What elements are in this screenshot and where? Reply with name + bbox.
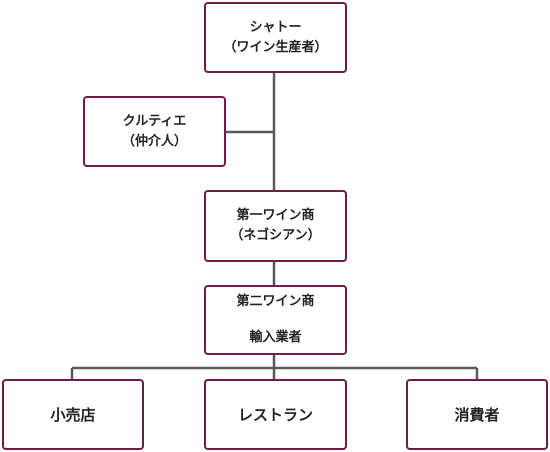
node-negociant-line2: （ネゴシアン）	[230, 228, 321, 243]
node-retail: 小売店	[2, 379, 144, 450]
node-retail-label: 小売店	[50, 405, 96, 424]
node-negociant: 第一ワイン商 （ネゴシアン）	[204, 190, 347, 262]
node-restaurant-label: レストラン	[237, 405, 313, 424]
node-consumer: 消費者	[406, 379, 548, 450]
node-chateau-line1: シャトー	[249, 19, 302, 35]
node-chateau: シャトー （ワイン生産者）	[204, 2, 347, 73]
node-chateau-line2: （ワイン生産者）	[223, 39, 328, 55]
node-courtier-line2: （仲介人）	[121, 133, 187, 149]
node-courtier-line1: クルティエ	[122, 113, 187, 129]
node-negociant-line1: 第一ワイン商	[236, 208, 315, 223]
node-consumer-label: 消費者	[454, 405, 500, 424]
node-courtier: クルティエ （仲介人）	[83, 96, 226, 167]
node-second-line1: 第二ワイン商	[236, 294, 315, 309]
node-second-merchant: 第二ワイン商 輸入業者	[204, 285, 347, 355]
node-restaurant: レストラン	[204, 379, 347, 450]
node-second-line2: 輸入業者	[249, 330, 302, 345]
